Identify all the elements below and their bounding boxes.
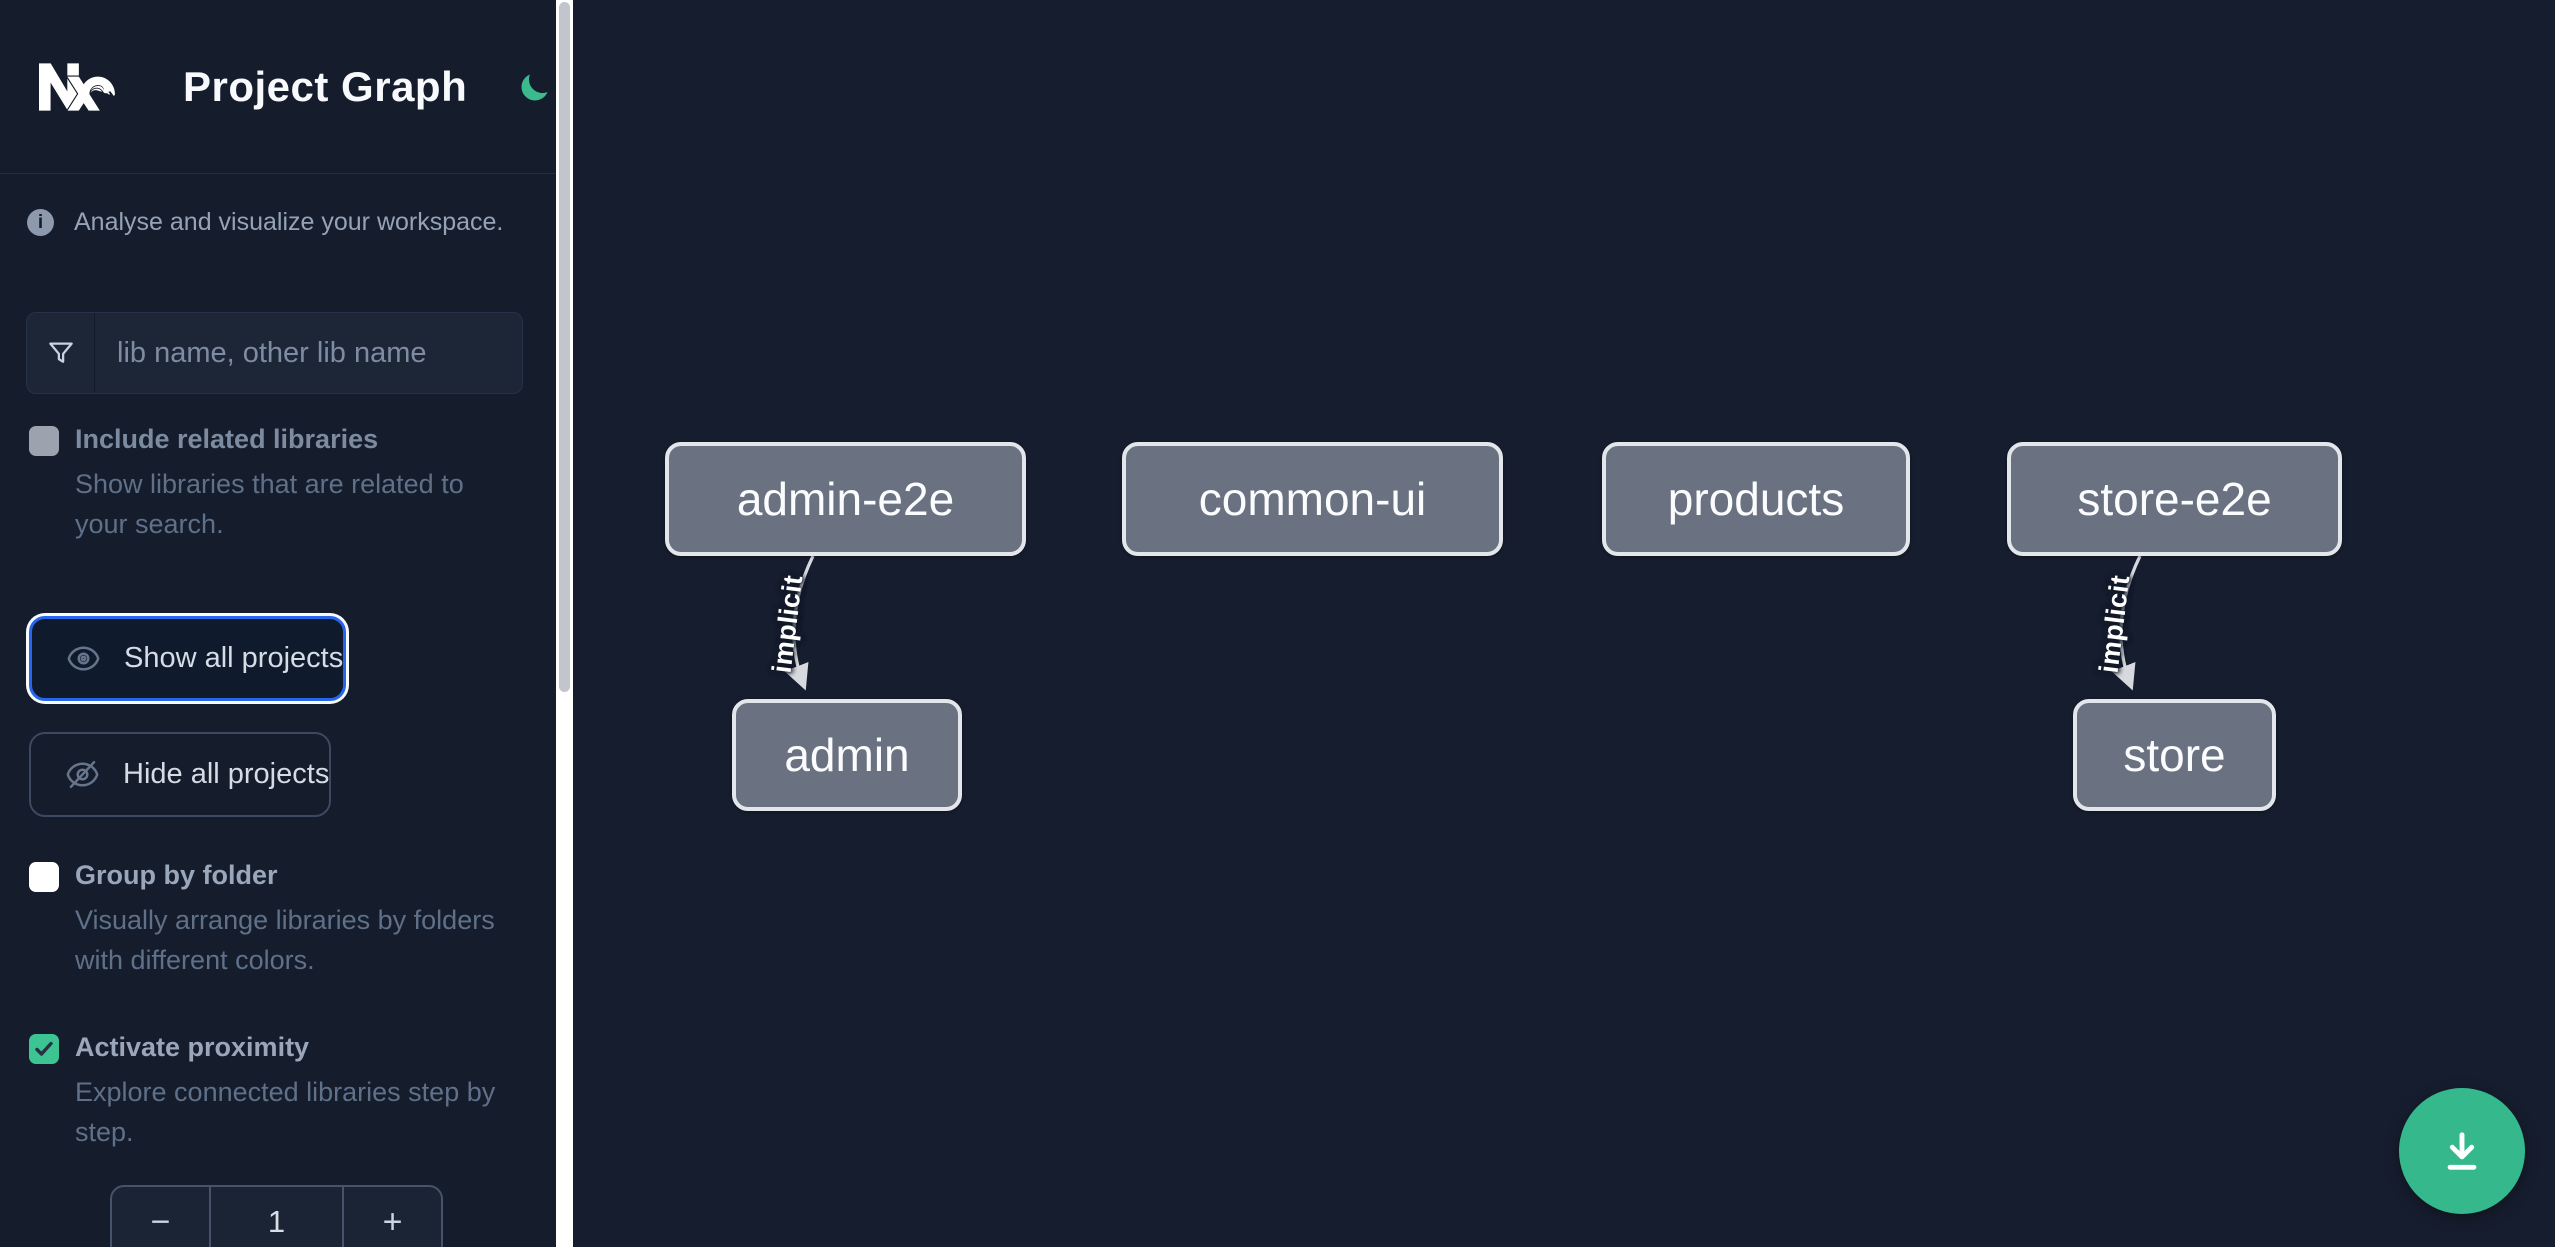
include-related-label[interactable]: Include related libraries [75,424,379,454]
graph-node-common-ui[interactable]: common-ui [1122,442,1503,556]
page-title: Project Graph [183,62,468,110]
activate-proximity-checkbox[interactable] [29,1034,59,1064]
group-by-folder-description: Visually arrange libraries by folders wi… [75,905,495,975]
option-activate-proximity: Activate proximity Explore connected lib… [29,1032,516,1152]
check-icon [35,1041,53,1056]
sidebar-scrollbar-thumb[interactable] [559,2,570,692]
sidebar-header: Project Graph [0,0,556,174]
include-related-checkbox[interactable] [29,426,59,456]
show-all-projects-button[interactable]: Show all projects [29,616,347,701]
edge-admin-e2e-admin [784,555,815,691]
graph-node-admin-e2e[interactable]: admin-e2e [665,442,1026,556]
activate-proximity-label[interactable]: Activate proximity [75,1032,310,1062]
group-by-folder-label[interactable]: Group by folder [75,860,278,890]
show-all-projects-label: Show all projects [124,642,344,674]
proximity-decrement-button[interactable]: − [112,1187,209,1247]
option-group-by-folder: Group by folder Visually arrange librari… [29,860,516,980]
info-text: Analyse and visualize your workspace. [74,208,504,236]
search-box [26,312,523,394]
option-include-related: Include related libraries Show libraries… [29,424,516,544]
search-input[interactable] [95,313,522,393]
hide-all-projects-label: Hide all projects [123,758,330,790]
group-by-folder-checkbox[interactable] [29,862,59,892]
download-graph-button[interactable] [2399,1088,2525,1214]
graph-node-store-e2e[interactable]: store-e2e [2007,442,2342,556]
sidebar-scrollbar-track[interactable] [556,0,573,1247]
download-icon [2447,1132,2477,1170]
moon-icon[interactable] [517,69,553,105]
hide-all-projects-button[interactable]: Hide all projects [29,732,332,817]
include-related-description: Show libraries that are related to your … [75,469,464,539]
sidebar: Project Graph i Analyse and visualize yo… [0,0,556,1247]
nx-logo [39,62,115,111]
filter-icon [27,313,95,393]
proximity-increment-button[interactable]: + [344,1187,441,1247]
activate-proximity-description: Explore connected libraries step by step… [75,1077,496,1147]
edge-store-e2e-store [2111,555,2142,691]
proximity-stepper: − 1 + [110,1185,443,1247]
graph-node-products[interactable]: products [1602,442,1910,556]
eye-icon [67,646,100,671]
proximity-value: 1 [209,1187,344,1247]
info-icon: i [27,209,54,236]
graph-node-store[interactable]: store [2073,699,2276,811]
workspace-info: i Analyse and visualize your workspace. [27,208,523,237]
eye-slash-icon [66,760,99,789]
graph-node-admin[interactable]: admin [732,699,962,811]
